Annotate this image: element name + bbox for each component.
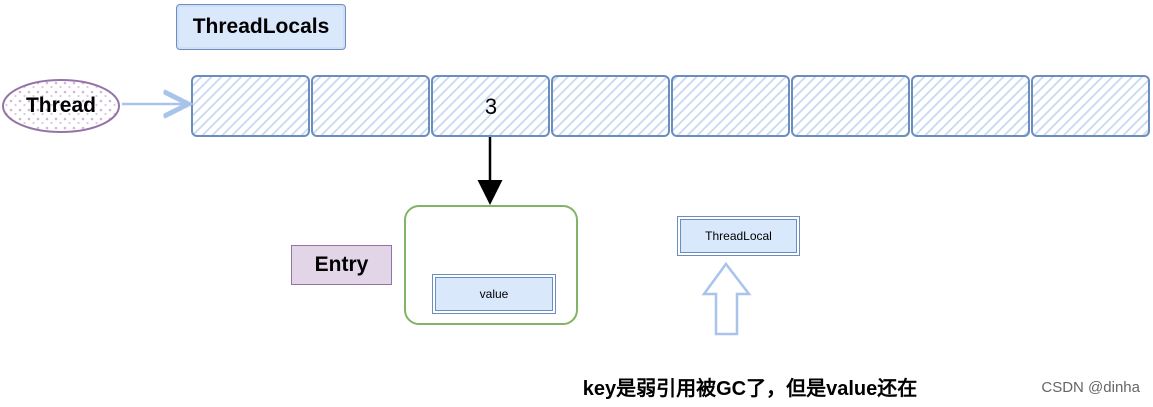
entry-label: Entry	[291, 245, 392, 285]
up-arrow-outline	[701, 261, 752, 336]
threadlocals-array	[191, 75, 1150, 137]
thread-node	[2, 79, 120, 133]
caption-text: key是弱引用被GC了，但是value还在	[582, 377, 918, 400]
array-cell-4	[671, 75, 790, 137]
array-cell-6	[911, 75, 1030, 137]
array-cell-3	[551, 75, 670, 137]
array-cell-0	[191, 75, 310, 137]
array-cell-7	[1031, 75, 1150, 137]
threadlocal-node: ThreadLocal	[677, 216, 800, 256]
threadlocals-title: ThreadLocals	[176, 4, 346, 50]
watermark: CSDN @dinha	[1041, 378, 1140, 396]
array-cell-2	[431, 75, 550, 137]
value-node: value	[432, 274, 556, 314]
array-cell-5	[791, 75, 910, 137]
array-cell-label: 3	[484, 94, 498, 119]
thread-label: Thread	[25, 94, 96, 117]
array-cell-1	[311, 75, 430, 137]
